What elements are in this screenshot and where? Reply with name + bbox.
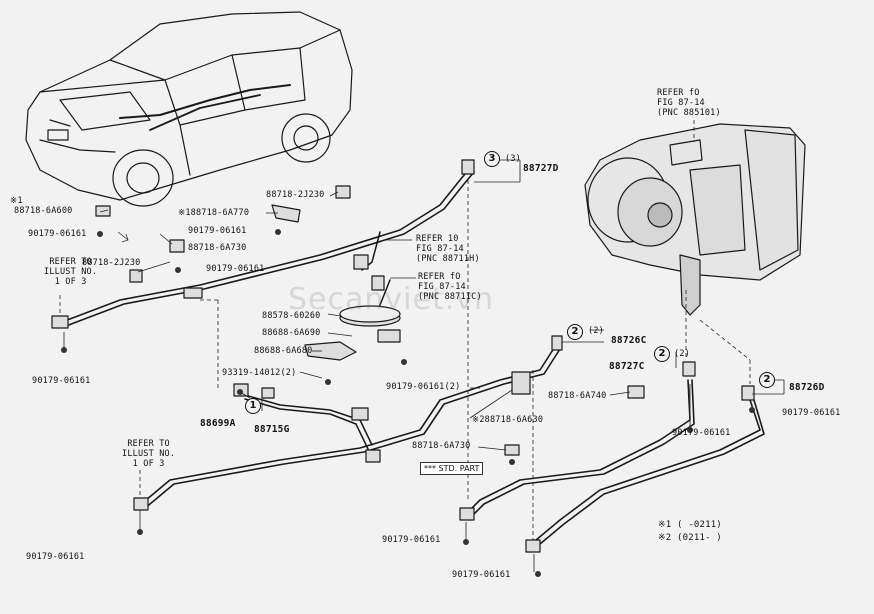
part-88718-6A730-a: 88718-6A730 xyxy=(188,243,247,253)
part-88727D: 88727D xyxy=(523,163,559,174)
arrow-icon xyxy=(117,231,129,243)
part-88718-6A630: ※288718-6A630 xyxy=(472,415,544,425)
part-88715G: 88715G xyxy=(254,424,290,435)
part-88726C: 88726C xyxy=(611,335,647,346)
refer-line: FIG 87-14 xyxy=(418,282,466,292)
part-88718-2J230-b: 88718-2J230 xyxy=(82,258,141,268)
refer-illust-top: REFER TO ILLUST NO. 1 OF 3 xyxy=(44,257,97,287)
part-90179-06161-d: 90179-06161 xyxy=(32,376,91,386)
refer-line: REFER TO xyxy=(127,439,170,449)
circle-number: 3 xyxy=(484,151,500,167)
part-90179-06161-f: 90179-06161 xyxy=(672,428,731,438)
legend-note-1: ※1 ( -0211) xyxy=(658,520,722,530)
refer-line: 1 OF 3 xyxy=(54,277,87,287)
part-88699A: 88699A xyxy=(200,418,236,429)
circle-number: 2 xyxy=(759,372,775,388)
part-93319: 93319-14012(2) xyxy=(222,368,297,378)
part-90179-06161-b: 90179-06161 xyxy=(188,226,247,236)
part-90179-06161-i: 90179-06161 xyxy=(452,570,511,580)
refer-line: FIG 87-14 xyxy=(416,244,464,254)
part-88727C: 88727C xyxy=(609,361,645,372)
circle-number: 2 xyxy=(654,346,670,362)
refer-line: ILLUST NO. xyxy=(44,267,98,277)
refer-line: FIG 87-14 xyxy=(657,98,705,108)
legend-note-2: ※2 (0211- ) xyxy=(658,533,722,543)
refer-line: REFER 10 xyxy=(416,234,459,244)
vehicle-illustration xyxy=(25,11,353,207)
blower-unit xyxy=(584,123,806,316)
quantity-2b: (2) xyxy=(674,349,690,359)
refer-label-8871c: REFER fO FIG 87-14 (PNC 8871IC) xyxy=(418,272,482,302)
part-90179-06161-g: 90179-06161 xyxy=(26,552,85,562)
refer-line: 1 OF 3 xyxy=(132,459,165,469)
part-88718-6A770: ※188718-6A770 xyxy=(178,208,250,218)
refer-line: REFER fO xyxy=(657,88,700,98)
refer-line: (PNC 8871IC) xyxy=(418,292,482,302)
part-90179-06161-a: 90179-06161 xyxy=(28,229,87,239)
part-90179-06161-2: 90179-06161(2) xyxy=(386,382,461,392)
refer-line: (PNC 88711H) xyxy=(416,254,480,264)
refer-illust-bottom: REFER TO ILLUST NO. 1 OF 3 xyxy=(122,439,175,469)
part-88688-6A680: 88688-6A680 xyxy=(254,346,313,356)
part-88726D: 88726D xyxy=(789,382,825,393)
note-x1: ※1 xyxy=(10,196,23,206)
part-88718-6A740: 88718-6A740 xyxy=(548,391,607,401)
part-88578: 88578-60260 xyxy=(262,311,321,321)
refer-line: REFER TO xyxy=(49,257,92,267)
part-90179-06161-c: 90179-06161 xyxy=(206,264,265,274)
watermark: Secanviet.vn xyxy=(288,282,495,317)
part-90179-06161-e: 90179-06161 xyxy=(782,408,841,418)
refer-label-8851: REFER fO FIG 87-14 (PNC 885101) xyxy=(657,88,721,118)
part-88718-6A730-b: 88718-6A730 xyxy=(412,441,471,451)
refer-line: REFER fO xyxy=(418,272,461,282)
refer-line: ILLUST NO. xyxy=(122,449,176,459)
part-88718-6A600: 88718-6A600 xyxy=(14,206,73,216)
part-88718-2J230-a: 88718-2J230 xyxy=(266,190,325,200)
circle-number: 2 xyxy=(567,324,583,340)
part-88688-6A690: 88688-6A690 xyxy=(262,328,321,338)
part-90179-06161-h: 90179-06161 xyxy=(382,535,441,545)
refer-line: (PNC 885101) xyxy=(657,108,721,118)
std-part-note: *** STD. PART xyxy=(420,462,484,475)
refer-label-88711: REFER 10 FIG 87-14 (PNC 88711H) xyxy=(416,234,480,264)
quantity-3: (3) xyxy=(505,154,521,164)
quantity-2a: (2) xyxy=(588,326,604,336)
circle-number: 1 xyxy=(245,398,261,414)
